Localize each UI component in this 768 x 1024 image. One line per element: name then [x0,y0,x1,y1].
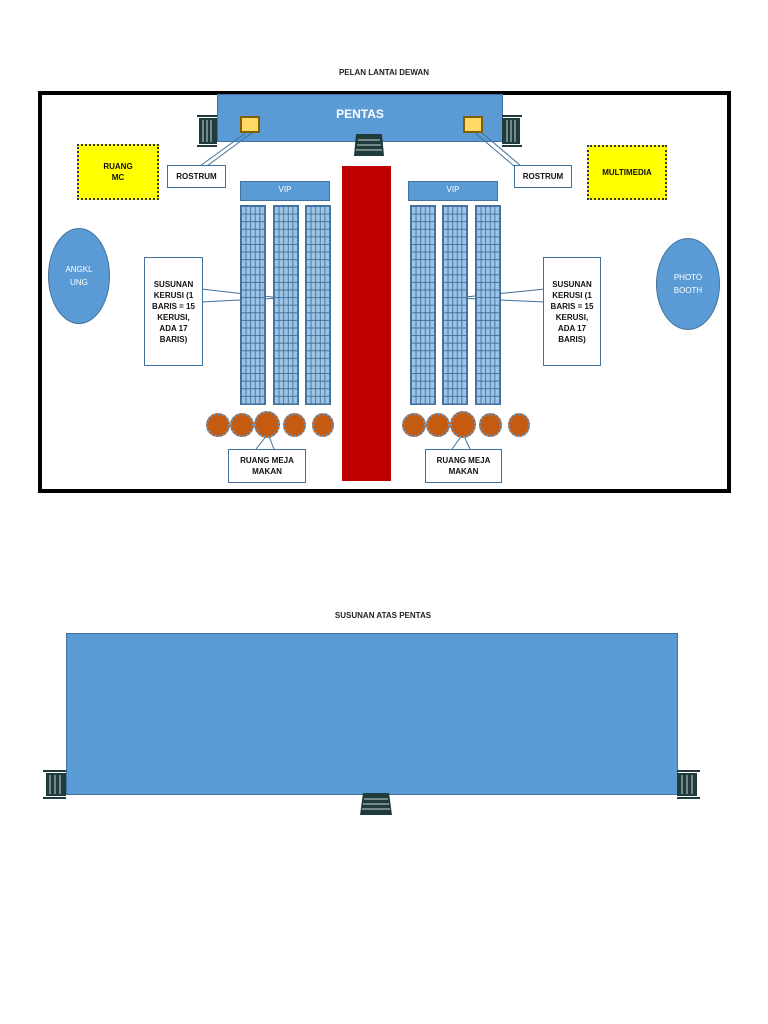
dining-table-icon [450,411,476,438]
vip-right: VIP [408,181,498,201]
rostrum-right-label: ROSTRUM [514,165,572,188]
dining-table-icon [312,413,334,437]
stairs-left-icon [197,115,217,147]
dining-right-label: RUANG MEJA MAKAN [425,449,502,483]
stairs-left-icon [43,770,66,799]
rostrum-left-label: ROSTRUM [167,165,226,188]
seating-column [475,205,501,405]
seating-column [240,205,266,405]
stairs-right-icon [677,770,700,799]
dining-table-icon [283,413,306,437]
seating-left-label: SUSUNAN KERUSI (1 BARIS = 15 KERUSI, ADA… [144,257,203,366]
seating-column [273,205,299,405]
dining-table-icon [254,411,280,438]
seating-right-label: SUSUNAN KERUSI (1 BARIS = 15 KERUSI, ADA… [543,257,601,366]
seating-column [305,205,331,405]
stairs-right-icon [502,115,522,147]
dining-table-icon [402,413,426,437]
vip-left: VIP [240,181,330,201]
rostrum-left-icon [240,116,260,133]
stage-label: PENTAS [336,107,384,121]
dining-table-icon [508,413,530,437]
seating-column [410,205,436,405]
stairs-front-icon [360,793,392,815]
rostrum-right-icon [463,116,483,133]
dining-table-icon [479,413,502,437]
red-carpet-aisle [342,166,391,481]
dining-table-icon [230,413,254,437]
stairs-front-icon [354,134,384,156]
stage-top-view [66,633,678,795]
photo-booth: PHOTO BOOTH [656,238,720,330]
seating-column [442,205,468,405]
multimedia-room: MULTIMEDIA [587,145,667,200]
sound-room: ANGKL UNG [48,228,110,324]
stage-plan-title: SUSUNAN ATAS PENTAS [334,611,432,620]
mc-room: RUANG MC [77,144,159,200]
dining-table-icon [206,413,230,437]
dining-left-label: RUANG MEJA MAKAN [228,449,306,483]
hall-outline [38,91,731,493]
dining-table-icon [426,413,450,437]
floor-plan-title: PELAN LANTAI DEWAN [338,68,430,77]
